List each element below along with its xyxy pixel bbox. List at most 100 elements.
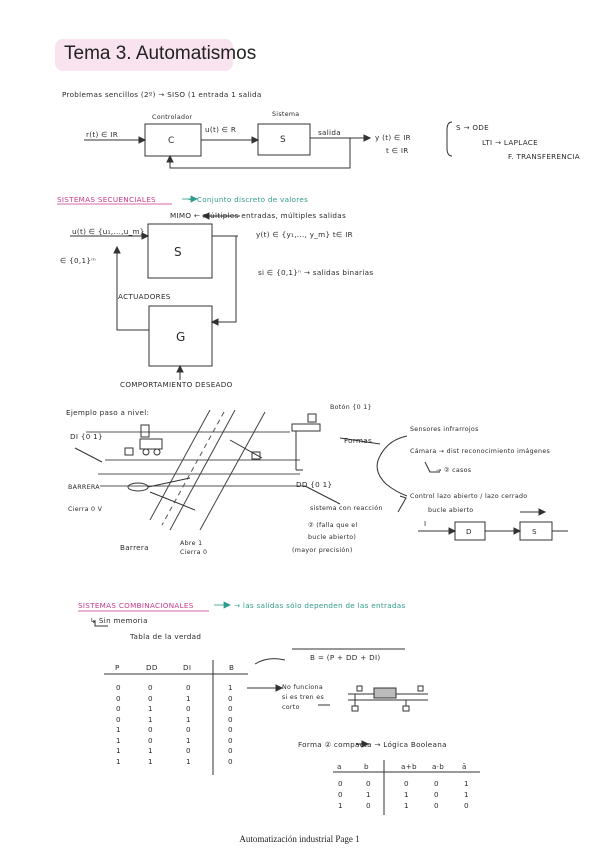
truth-cell: 1 <box>148 746 153 755</box>
bucle-label: bucle abierto <box>428 507 474 514</box>
dd-label: DD {0 1} <box>296 480 333 489</box>
bool-cell: 0 <box>434 779 439 788</box>
bool-cell: 0 <box>366 779 371 788</box>
truth-cell: 0 <box>186 704 191 713</box>
truth-cell: 0 <box>116 704 121 713</box>
block-d-label: D <box>466 527 472 536</box>
truth-header-dd: DD <box>146 663 158 672</box>
seq-system-block <box>147 223 213 279</box>
truth-cell: 0 <box>186 746 191 755</box>
note-transferencia: F. TRANSFERENCIA <box>508 152 580 161</box>
truth-cell: 1 <box>148 714 153 724</box>
sistema-reaccion-label: sistema con reacción <box>310 505 383 512</box>
combinational-heading: SISTEMAS COMBINACIONALES <box>78 601 194 610</box>
truth-header-di: DI <box>183 663 192 672</box>
arrow-i-label: I <box>424 519 427 528</box>
truth-cell: 0 <box>228 735 233 745</box>
si-es-label: si es tren es <box>282 694 325 701</box>
truth-cell: 0 <box>228 756 233 766</box>
bool-header-or: a+b <box>401 762 417 771</box>
brace <box>446 121 453 157</box>
truth-cell: 1 <box>186 714 191 724</box>
truth-cell: 1 <box>116 735 121 745</box>
truth-cell: 1 <box>228 683 233 692</box>
seq-system-label: S <box>174 245 182 259</box>
bool-cell: 0 <box>464 801 469 810</box>
seq-controller-label: G <box>176 330 186 344</box>
truth-cell: 0 <box>228 693 233 703</box>
mayor-precision-label: (mayor precisión) <box>292 547 353 554</box>
truth-cell: 0 <box>116 693 121 703</box>
input-signal-label: r(t) ∈ IR <box>86 130 119 139</box>
bool-cell: 1 <box>366 790 371 799</box>
control-lazo-label: Control lazo abierto / lazo cerrado <box>410 493 528 500</box>
truth-cell: 0 <box>148 725 153 734</box>
bool-cell: 1 <box>464 779 469 788</box>
truth-cell: 1 <box>116 725 121 734</box>
truth-cell: 1 <box>148 756 153 766</box>
bool-cell: 0 <box>366 801 371 810</box>
bool-header-not: ā <box>462 762 467 771</box>
truth-cell: 0 <box>148 693 153 703</box>
truth-cell: 0 <box>228 714 233 724</box>
seq-feedback-left <box>116 247 149 331</box>
bool-header-b: b <box>364 762 369 771</box>
barrera-caption: Barrera <box>120 543 149 552</box>
seq-feedback-right <box>212 236 237 323</box>
seq-outputs-label: y(t) ∈ {y₁,..., y_m} t∈ IR <box>256 230 353 239</box>
casos-label: → ② casos <box>436 467 472 474</box>
truth-cell: 1 <box>186 756 191 766</box>
bucle-abierto-label: bucle abierto) <box>308 534 357 541</box>
siso-heading: Problemas sencillos (2º) → SISO (1 entra… <box>62 90 262 99</box>
y-label: y (t) ∈ IR <box>375 133 411 142</box>
bool-header-and: a·b <box>432 762 445 771</box>
system-block <box>257 123 311 156</box>
mimo-label: MIMO ← múltiples entradas, múltiples sal… <box>170 211 347 220</box>
title-highlight <box>55 39 233 71</box>
page-title: Tema 3. Automatismos <box>64 43 257 64</box>
actuators-label: ACTUADORES <box>118 292 171 301</box>
truth-cell: 1 <box>186 693 191 703</box>
truth-cell: 0 <box>228 704 233 713</box>
truth-cell: 1 <box>186 735 191 745</box>
bool-cell: 1 <box>404 790 409 799</box>
truth-cell: 1 <box>148 704 153 713</box>
t-label: t ∈ IR <box>386 146 409 155</box>
sin-memoria-label: ↳ Sin memoria <box>90 616 148 625</box>
di-label: DI {0 1} <box>70 432 103 441</box>
system-block-label: S <box>280 135 287 145</box>
forma-compacta-label: Forma ② compacta → Lógica Booleana <box>298 740 447 749</box>
control-signal-label: u(t) ∈ R <box>205 125 237 134</box>
truth-cell: 1 <box>116 756 121 766</box>
note-ode: S → ODE <box>456 123 489 132</box>
boolean-formula: B = (P + DD + DI) <box>310 653 381 662</box>
formas-label: Formas <box>344 436 373 445</box>
bool-cell: 0 <box>338 779 343 788</box>
truth-cell: 0 <box>148 683 153 692</box>
input-arrowhead <box>138 136 147 144</box>
bool-cell: 0 <box>434 801 439 810</box>
bool-header-a: a <box>337 762 342 771</box>
output-label: salida <box>318 128 341 137</box>
example-title: Ejemplo paso a nivel: <box>66 408 150 417</box>
corto-label: corto <box>282 704 300 711</box>
seq-epsilon-label: ∈ {0,1}ᵐ <box>60 256 97 265</box>
sequential-definition: → Conjunto discreto de valores <box>188 195 309 204</box>
bool-cell: 1 <box>338 801 343 810</box>
truth-cell: 0 <box>228 725 233 734</box>
desired-behaviour-label: COMPORTAMIENTO DESEADO <box>120 380 233 389</box>
block-s-label: S <box>532 527 537 536</box>
tabla-label: Tabla de la verdad <box>130 632 202 641</box>
page-footer: Automatización industrial Page 1 <box>239 834 360 844</box>
controller-block-label: C <box>168 136 175 146</box>
truth-cell: 0 <box>116 683 121 692</box>
bool-cell: 0 <box>338 790 343 799</box>
combinational-definition: → las salidas sólo dependen de las entra… <box>234 601 406 610</box>
feedback-loop <box>169 138 351 169</box>
truth-cell: 0 <box>148 735 153 745</box>
barrera-label: BARRERA <box>68 484 100 491</box>
falla-label: ② (falla que el <box>308 522 358 529</box>
abre-label: Abre 1 <box>180 540 203 547</box>
cierra-label: Cierra 0 V <box>68 506 103 513</box>
